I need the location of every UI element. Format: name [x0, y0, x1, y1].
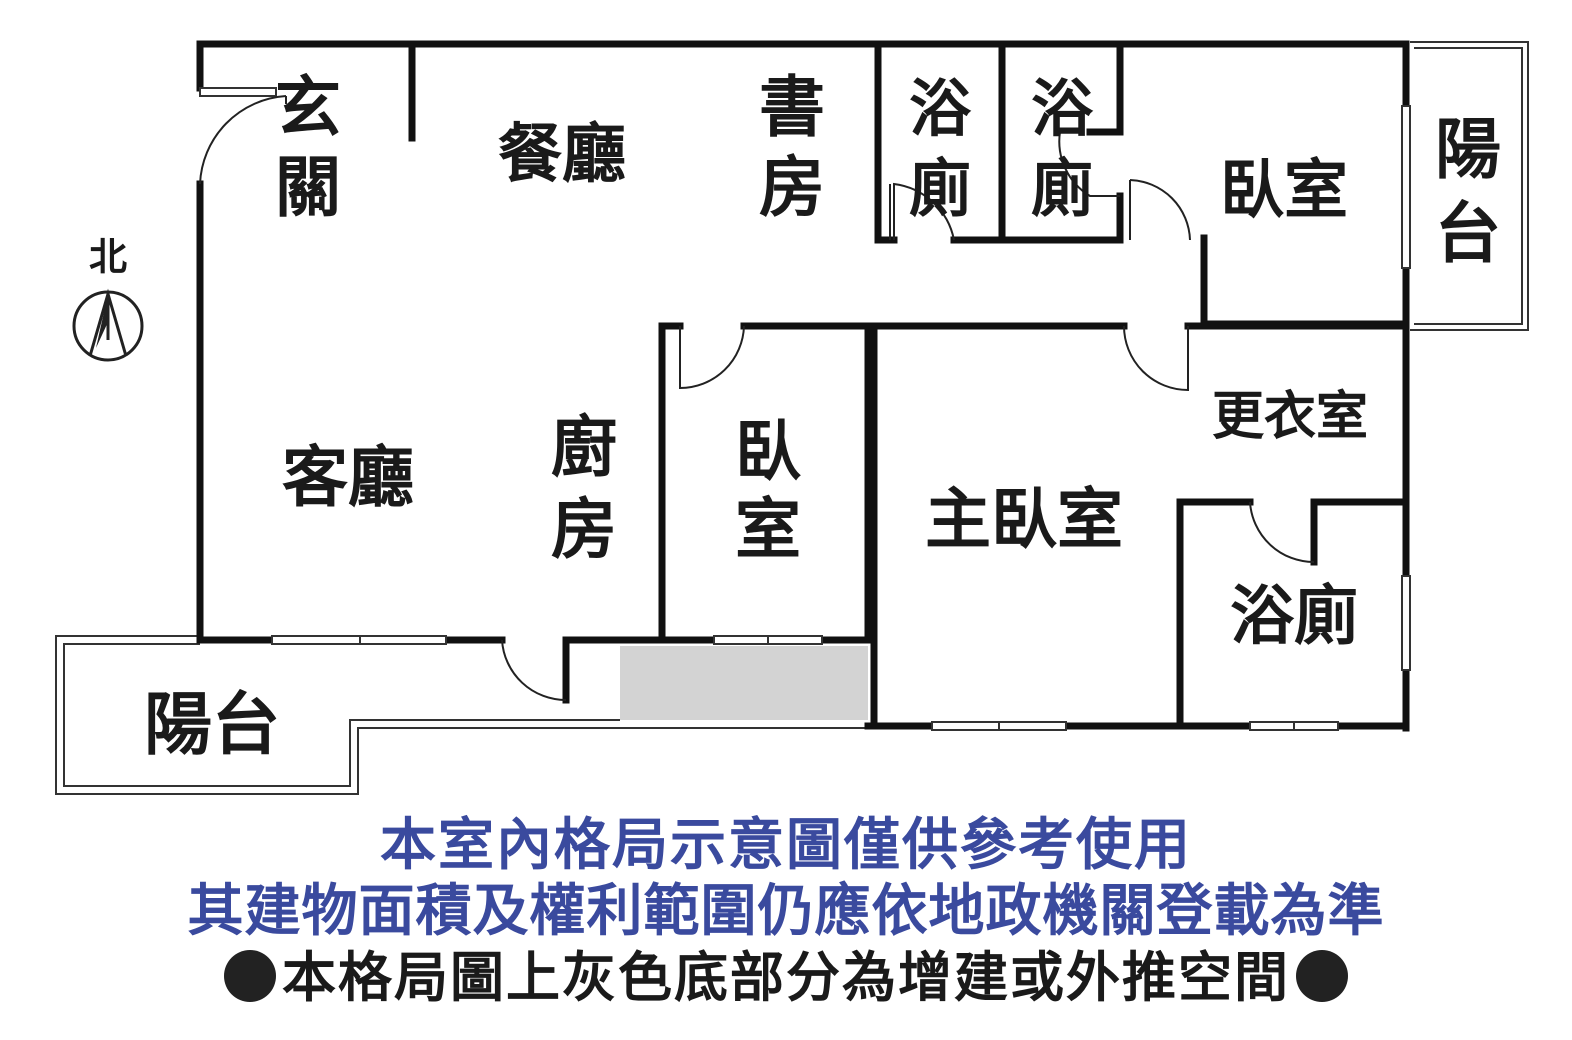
bullet-right-icon	[1296, 950, 1348, 1002]
doors	[199, 95, 1315, 702]
windows	[199, 87, 1411, 731]
room-bath-a-2: 廁	[909, 152, 971, 225]
disclaimer-line-1: 本室內格局示意圖僅供參考使用	[380, 813, 1192, 878]
room-study-2: 房	[759, 149, 825, 226]
disclaimer-line-2: 其建物面積及權利範圍仍應依地政機關登載為準	[187, 879, 1385, 944]
room-bath-b-1: 浴	[1031, 72, 1094, 145]
room-kitchen-1: 廚	[551, 409, 617, 486]
room-balcony-east-1: 陽	[1435, 111, 1501, 188]
room-study-1: 書	[759, 69, 825, 146]
room-bath-b-2: 廁	[1031, 152, 1093, 225]
room-bath-a-1: 浴	[909, 72, 972, 145]
compass-label: 北	[89, 235, 127, 279]
disclaimer-notes: 本室內格局示意圖僅供參考使用 其建物面積及權利範圍仍應依地政機關登載為準 本格局…	[0, 812, 1572, 1005]
room-balcony-sw: 陽台	[144, 686, 280, 765]
room-balcony-east-2: 台	[1435, 195, 1501, 272]
room-kitchen-2: 房	[551, 491, 617, 568]
room-living: 客廳	[282, 439, 414, 516]
room-bedroom-ne: 臥室	[1220, 154, 1348, 228]
room-entrance-1: 玄	[275, 69, 341, 146]
room-dining: 餐廳	[498, 118, 626, 192]
floor-plan: 北 玄 關 餐廳 書 房 浴 廁 浴 廁 臥室 陽 台 客廳 廚 房 臥 室 主…	[55, 40, 1529, 795]
room-master-bath: 浴廁	[1230, 580, 1358, 654]
balcony-outlines	[55, 41, 1529, 795]
north-arrow-icon	[72, 288, 144, 362]
room-entrance-2: 關	[275, 149, 341, 226]
disclaimer-line-3-row: 本格局圖上灰色底部分為增建或外推空間	[0, 950, 1572, 1005]
walls	[196, 40, 1410, 732]
disclaimer-line-3: 本格局圖上灰色底部分為增建或外推空間	[282, 946, 1290, 1009]
room-bedroom-mid-2: 室	[735, 491, 801, 568]
room-dressing: 更衣室	[1212, 387, 1368, 447]
room-master-bedroom: 主臥室	[925, 481, 1123, 558]
room-bedroom-mid-1: 臥	[735, 413, 801, 490]
bullet-left-icon	[224, 950, 276, 1002]
extension-area	[620, 646, 868, 720]
